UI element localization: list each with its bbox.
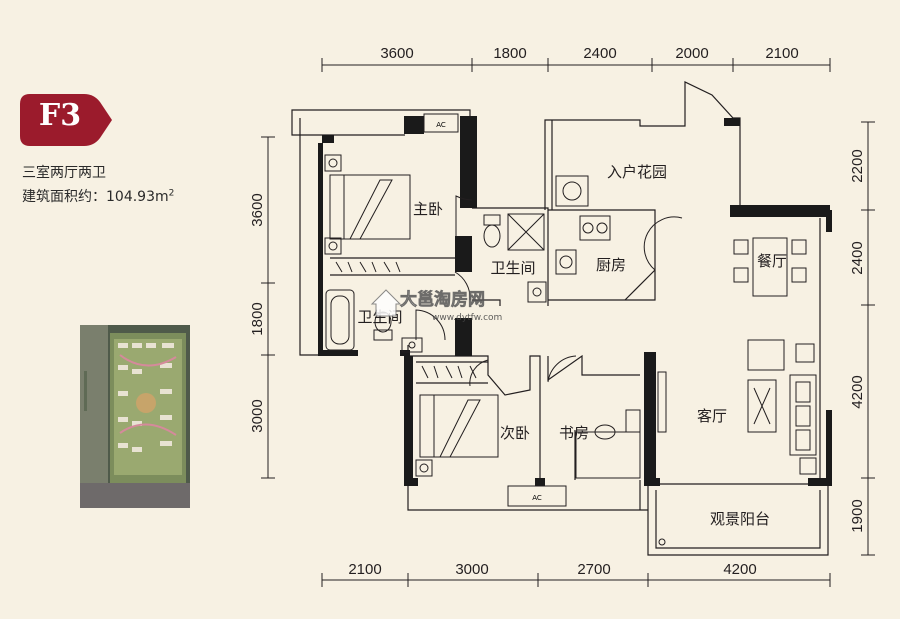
unit-area-superscript: 2 bbox=[168, 188, 175, 199]
dim-right-4: 1900 bbox=[849, 499, 866, 532]
toilet-icon bbox=[483, 214, 501, 248]
walls bbox=[318, 116, 832, 486]
room-view-balcony: 观景阳台 bbox=[710, 510, 770, 528]
dim-bottom-1: 2100 bbox=[348, 561, 381, 578]
unit-area-value: 建筑面积约：104.93m bbox=[22, 189, 169, 205]
room-bathroom-1: 卫生间 bbox=[490, 259, 535, 277]
bed-icon bbox=[415, 394, 499, 477]
dim-bottom-4: 4200 bbox=[723, 561, 756, 578]
watermark: 大邕淘房网 www.dytfw.com bbox=[370, 289, 502, 323]
ac-label-2: AC bbox=[532, 494, 542, 502]
dim-top-5: 2100 bbox=[765, 45, 798, 62]
dining-table-icon bbox=[733, 237, 807, 297]
dim-top-4: 2000 bbox=[675, 45, 708, 62]
room-living: 客厅 bbox=[697, 407, 727, 425]
ac-label-1: AC bbox=[436, 121, 446, 129]
sofa-icon bbox=[747, 339, 817, 475]
room-kitchen: 厨房 bbox=[596, 256, 626, 274]
furniture bbox=[324, 113, 817, 546]
dim-left-2: 1800 bbox=[249, 302, 266, 335]
unit-area-text: 建筑面积约：104.93m2 bbox=[22, 186, 174, 206]
watermark-text: 大邕淘房网 bbox=[400, 289, 485, 310]
room-labels: 入户花园 主卧 卫生间 厨房 餐厅 卫生间 次卧 书房 客厅 观景阳台 bbox=[357, 163, 787, 528]
desk-icon bbox=[575, 409, 641, 479]
room-second-bedroom: 次卧 bbox=[500, 424, 530, 442]
unit-type-badge bbox=[20, 94, 112, 146]
dim-bottom-3: 2700 bbox=[577, 561, 610, 578]
thin-outlines bbox=[291, 81, 829, 556]
stove-icon bbox=[579, 215, 611, 241]
dim-right-1: 2200 bbox=[849, 149, 866, 182]
dim-left-3: 3000 bbox=[249, 399, 266, 432]
watermark-house-icon bbox=[370, 289, 402, 317]
dim-top-3: 2400 bbox=[583, 45, 616, 62]
dim-bottom-2: 3000 bbox=[455, 561, 488, 578]
room-dining: 餐厅 bbox=[757, 252, 787, 270]
sink-icon bbox=[401, 249, 577, 353]
bathtub-icon bbox=[325, 289, 355, 351]
dim-top-1: 3600 bbox=[380, 45, 413, 62]
dim-left-1: 3600 bbox=[249, 193, 266, 226]
watermark-url: www.dytfw.com bbox=[432, 313, 502, 323]
site-plan-thumbnail bbox=[80, 325, 190, 508]
bed-icon bbox=[324, 154, 411, 255]
washing-machine-icon bbox=[555, 175, 589, 207]
unit-layout-text: 三室两厅两卫 bbox=[22, 165, 106, 181]
room-study: 书房 bbox=[559, 424, 589, 442]
room-master-bedroom: 主卧 bbox=[413, 200, 443, 218]
doors bbox=[415, 195, 683, 387]
dim-right-3: 4200 bbox=[849, 375, 866, 408]
room-entry-garden: 入户花园 bbox=[607, 163, 667, 181]
dimension-labels: 3600 1800 2400 2000 2100 2100 3000 2700 … bbox=[249, 45, 866, 578]
dim-top-2: 1800 bbox=[493, 45, 526, 62]
unit-type-label: F3 bbox=[38, 98, 82, 133]
dim-right-2: 2400 bbox=[849, 241, 866, 274]
